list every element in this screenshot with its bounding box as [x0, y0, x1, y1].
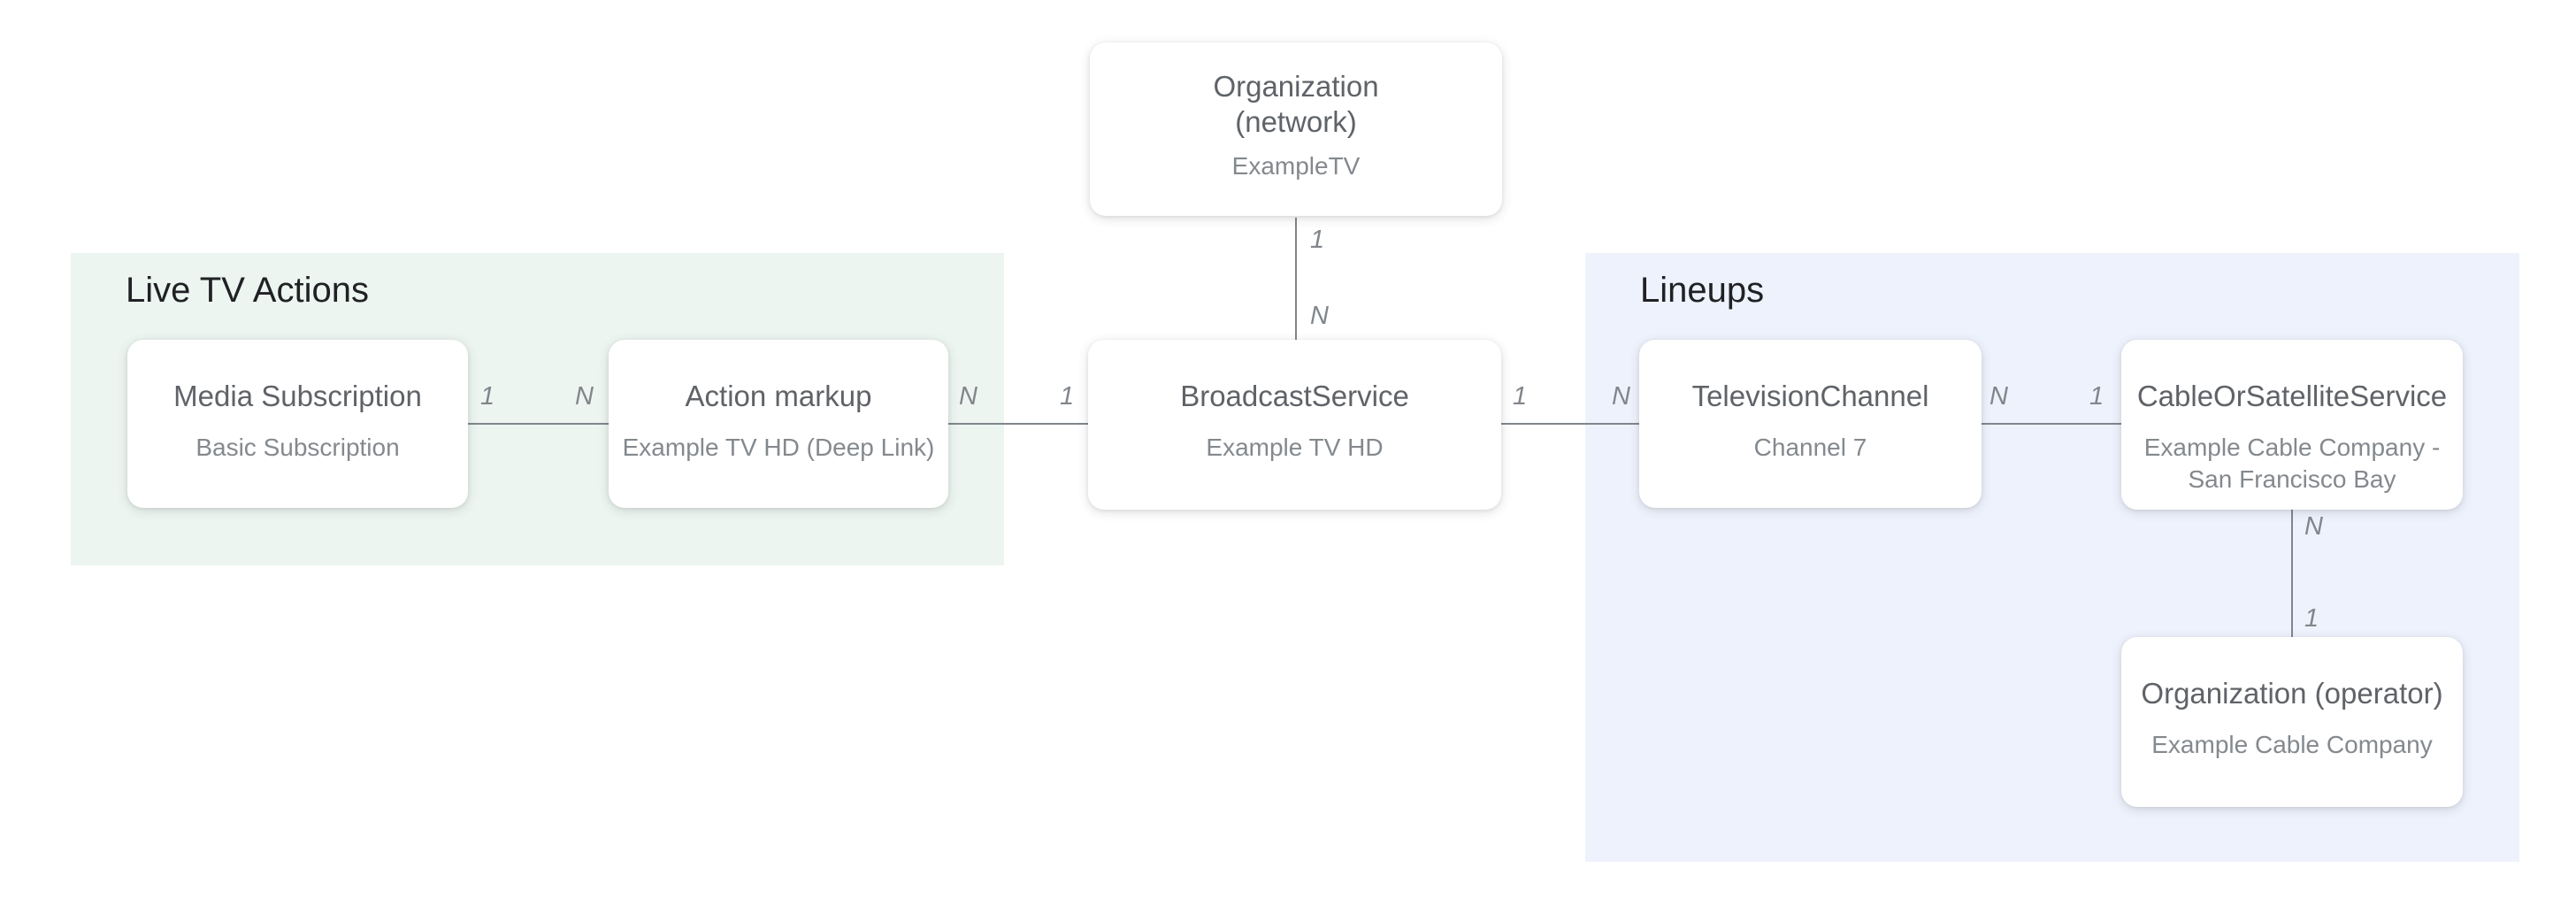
node-example: Channel 7	[1753, 434, 1867, 461]
node-broadcast-service: BroadcastService Example TV HD	[1088, 340, 1501, 510]
node-title: Organization (network)	[1213, 70, 1379, 138]
node-title: Organization (operator)	[2141, 677, 2443, 710]
cardinality-channel-side-left: N	[1612, 382, 1630, 411]
connector-broadcastservice-to-televisionchannel	[1501, 423, 1639, 425]
cardinality-broadcast-side-left: 1	[1060, 382, 1075, 411]
connector-network-to-broadcastservice	[1295, 218, 1297, 340]
connector-actionmarkup-to-broadcastservice	[948, 423, 1088, 425]
node-title: CableOrSatelliteService	[2136, 380, 2448, 412]
node-example: ExampleTV	[1231, 152, 1361, 180]
region-title-lineups: Lineups	[1640, 271, 1765, 310]
node-example: Basic Subscription	[196, 434, 400, 461]
cardinality-operator-side: 1	[2304, 604, 2319, 633]
cardinality-broadcast-side-top: N	[1310, 302, 1329, 330]
node-media-subscription: Media Subscription Basic Subscription	[127, 340, 468, 508]
node-organization-network: Organization (network) ExampleTV	[1090, 42, 1502, 216]
connector-cableservice-to-operator	[2291, 509, 2293, 637]
node-example: Example TV HD	[1206, 434, 1384, 461]
node-example: Example Cable Company	[2151, 731, 2433, 758]
cardinality-network-side: 1	[1310, 226, 1325, 254]
node-television-channel: TelevisionChannel Channel 7	[1639, 340, 1982, 508]
node-title: Media Subscription	[173, 380, 422, 412]
node-cable-or-satellite-service: CableOrSatelliteService Example Cable Co…	[2121, 340, 2463, 510]
connector-mediasubscription-to-actionmarkup	[466, 423, 609, 425]
region-title-live-tv-actions: Live TV Actions	[126, 271, 369, 310]
node-title: TelevisionChannel	[1691, 380, 1929, 412]
connector-televisionchannel-to-cableservice	[1982, 423, 2121, 425]
node-organization-operator: Organization (operator) Example Cable Co…	[2121, 637, 2463, 807]
cardinality-actionmarkup-side-right: N	[959, 382, 978, 411]
cardinality-cable-side-left: 1	[2089, 382, 2104, 411]
node-action-markup: Action markup Example TV HD (Deep Link)	[609, 340, 948, 508]
node-title: Action markup	[685, 380, 872, 412]
cardinality-mediasubscription-side: 1	[480, 382, 495, 411]
node-example: Example Cable Company - San Francisco Ba…	[2143, 434, 2441, 493]
node-example: Example TV HD (Deep Link)	[622, 434, 935, 461]
node-title: BroadcastService	[1180, 380, 1409, 412]
cardinality-actionmarkup-side-left: N	[575, 382, 594, 411]
cardinality-channel-side-right: N	[1990, 382, 2008, 411]
cardinality-cable-side-bottom: N	[2304, 512, 2323, 541]
cardinality-broadcast-side-right: 1	[1513, 382, 1528, 411]
